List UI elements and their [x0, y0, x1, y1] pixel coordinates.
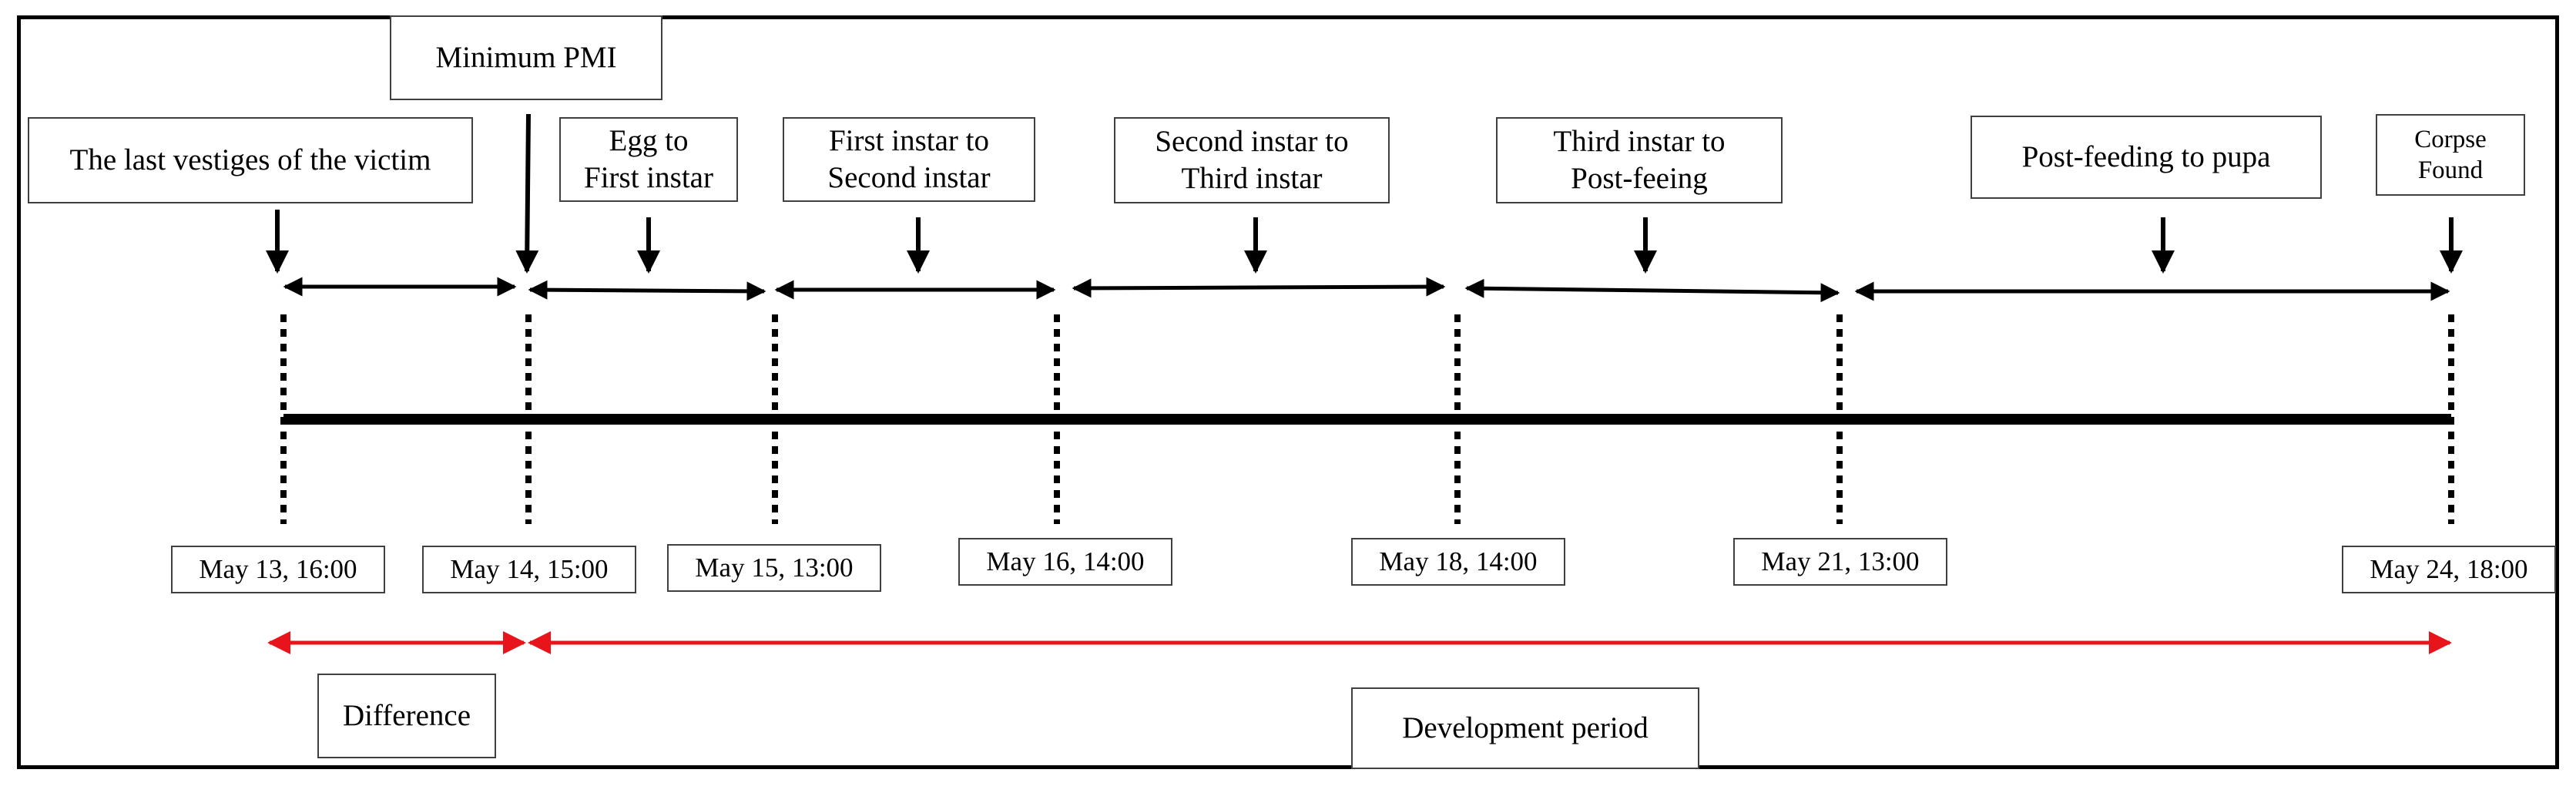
- interval-5: [1464, 278, 1840, 303]
- date-may14: May 14, 15:00: [422, 546, 636, 593]
- dotted-markers: [280, 314, 2454, 524]
- date-may13: May 13, 16:00: [171, 546, 385, 593]
- interval-2: [528, 280, 766, 301]
- interval-4: [1072, 277, 1446, 298]
- arrow-minimum-pmi: [515, 113, 539, 274]
- interval-arrows: [283, 277, 2450, 303]
- difference-label: Difference: [317, 674, 496, 758]
- stage-minimum-pmi: Minimum PMI: [390, 15, 662, 100]
- stage-third-to-postfeeding: Third instar to Post-feeing: [1496, 117, 1783, 203]
- date-may21: May 21, 13:00: [1733, 538, 1947, 586]
- stage-corpse-found: Corpse Found: [2376, 114, 2525, 196]
- pointer-arrows: [266, 113, 2463, 274]
- date-may18: May 18, 14:00: [1351, 538, 1565, 586]
- stage-first-to-second: First instar to Second instar: [783, 117, 1035, 202]
- date-may15: May 15, 13:00: [667, 544, 881, 592]
- development-period-label: Development period: [1351, 687, 1699, 769]
- stage-egg-to-first: Egg to First instar: [559, 117, 738, 202]
- stage-second-to-third: Second instar to Third instar: [1114, 117, 1390, 203]
- figure-frame: [17, 15, 2559, 769]
- stage-postfeeding-to-pupa: Post-feeding to pupa: [1971, 116, 2322, 199]
- stage-last-vestiges: The last vestiges of the victim: [28, 117, 473, 203]
- date-may24: May 24, 18:00: [2342, 546, 2556, 593]
- date-may16: May 16, 14:00: [958, 538, 1172, 586]
